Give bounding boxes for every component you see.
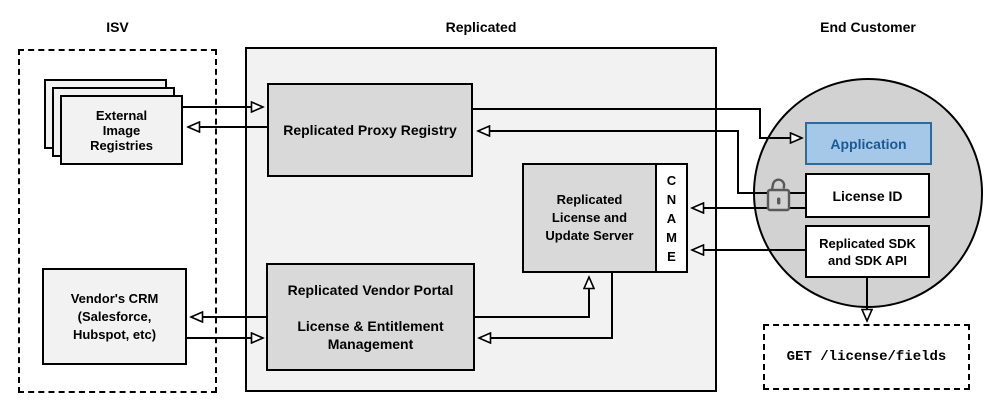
vendor-portal-title: Replicated Vendor Portal <box>287 282 454 298</box>
replicated-vendor-portal-node: Replicated Vendor Portal License & Entit… <box>266 263 475 371</box>
get-request-label: GET /license/fields <box>786 349 947 365</box>
replicated-license-update-server-node: Replicated License and Update Server <box>522 163 657 273</box>
registries-line-3: Registries <box>90 137 153 153</box>
get-request-dashed-box: GET /license/fields <box>763 324 970 390</box>
section-label-isv: ISV <box>106 19 129 35</box>
replicated-proxy-registry-node: Replicated Proxy Registry <box>267 83 473 177</box>
registries-line-2: Image <box>102 122 141 138</box>
cname-letter-m: M <box>666 229 677 245</box>
license-id-label: License ID <box>832 187 903 204</box>
server-line-3: Update Server <box>545 228 634 243</box>
connector-proxy-to-application <box>473 108 802 138</box>
license-id-node: License ID <box>805 173 930 218</box>
vendor-portal-line-1: License & Entitlement <box>297 318 444 334</box>
registries-line-1: External <box>95 107 148 123</box>
unlock-icon <box>766 178 791 212</box>
vendors-crm-node: Vendor's CRM (Salesforce, Hubspot, etc) <box>42 268 187 365</box>
cname-letter-n: N <box>666 191 677 207</box>
proxy-registry-label: Replicated Proxy Registry <box>283 122 457 138</box>
cname-letter-a: A <box>666 210 677 226</box>
vendor-portal-line-2: Management <box>327 336 414 352</box>
crm-line-2: (Salesforce, <box>77 308 152 324</box>
section-label-replicated: Replicated <box>445 19 517 35</box>
cname-letter-c: C <box>666 172 677 188</box>
replicated-sdk-node: Replicated SDK and SDK API <box>805 225 930 278</box>
crm-line-3: Hubspot, etc) <box>72 326 157 342</box>
application-node: Application <box>805 122 932 165</box>
application-label: Application <box>830 135 907 152</box>
server-line-1: Replicated <box>556 192 623 207</box>
external-image-registries-node: External Image Registries <box>60 95 183 165</box>
section-label-end-customer: End Customer <box>820 19 916 35</box>
cname-strip: C N A M E <box>655 163 688 273</box>
connector-server-to-portal <box>479 273 613 338</box>
server-line-2: License and <box>551 210 628 225</box>
crm-line-1: Vendor's CRM <box>70 290 159 306</box>
connector-portal-to-server <box>475 277 589 318</box>
sdk-line-1: Replicated SDK <box>819 235 916 251</box>
cname-letter-e: E <box>667 248 676 264</box>
sdk-line-2: and SDK API <box>828 252 907 268</box>
